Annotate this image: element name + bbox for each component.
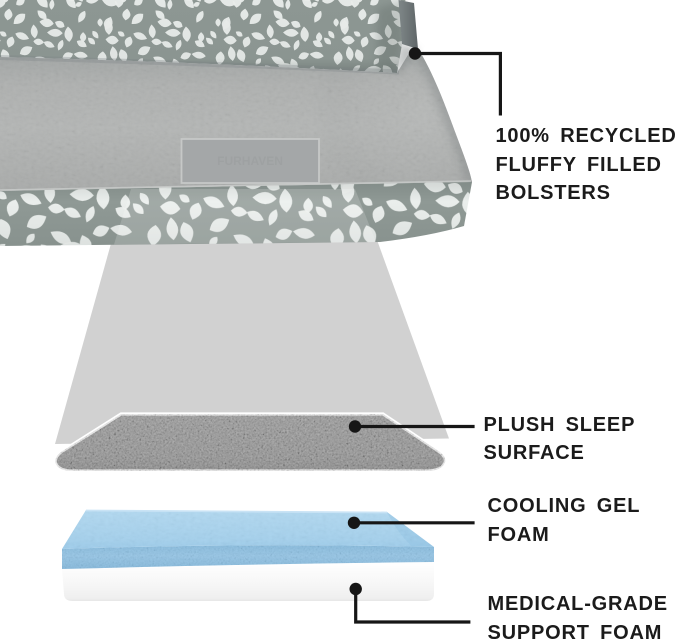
svg-text:FURHAVEN: FURHAVEN xyxy=(217,154,283,168)
